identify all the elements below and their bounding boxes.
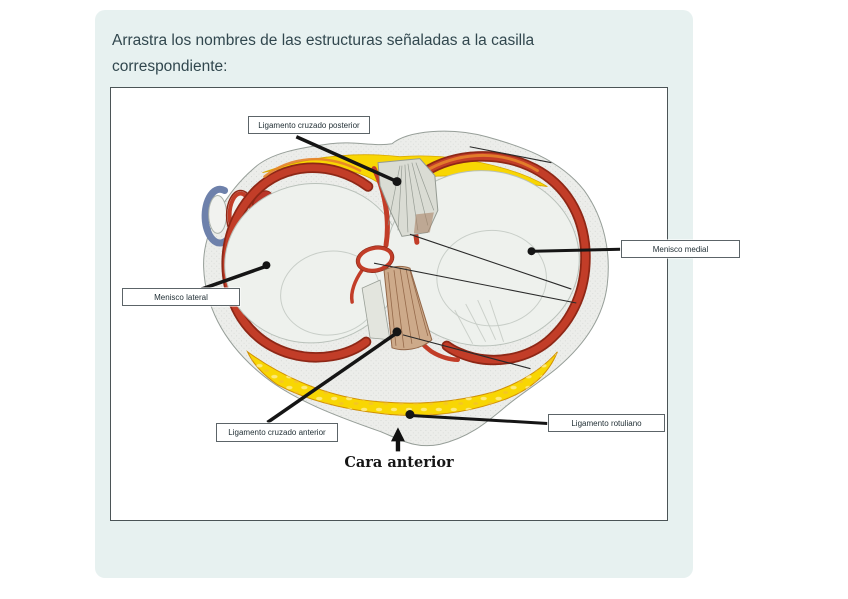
- medial-meniscus-ring: [418, 151, 591, 366]
- anterior-arrow-icon: [390, 427, 405, 452]
- pointer-medial-meniscus: [533, 247, 621, 253]
- label-menisco-lateral[interactable]: Menisco lateral: [122, 288, 240, 306]
- pointer-lateral-meniscus: [201, 264, 268, 291]
- knee-diagram-frame: Cara anterior: [110, 87, 668, 521]
- pointer-posterior-cruciate: [295, 135, 398, 184]
- label-ligamento-rotuliano[interactable]: Ligamento rotuliano: [548, 414, 665, 432]
- vessel-blue-crescent: [201, 185, 231, 247]
- label-ligamento-cruzado-posterior[interactable]: Ligamento cruzado posterior: [248, 116, 370, 134]
- instruction-text: Arrastra los nombres de las estructuras …: [112, 32, 535, 75]
- pointer-anterior-cruciate: [266, 331, 398, 424]
- label-ligamento-cruzado-anterior[interactable]: Ligamento cruzado anterior: [216, 423, 338, 442]
- figure-caption: Cara anterior: [344, 454, 454, 471]
- knee-cross-section-illustration: [201, 130, 621, 452]
- pointer-patellar: [410, 413, 548, 425]
- unlabeled-pointer-lines: [373, 146, 577, 370]
- label-menisco-medial[interactable]: Menisco medial: [621, 240, 740, 258]
- labeled-pointer-lines: [201, 135, 621, 425]
